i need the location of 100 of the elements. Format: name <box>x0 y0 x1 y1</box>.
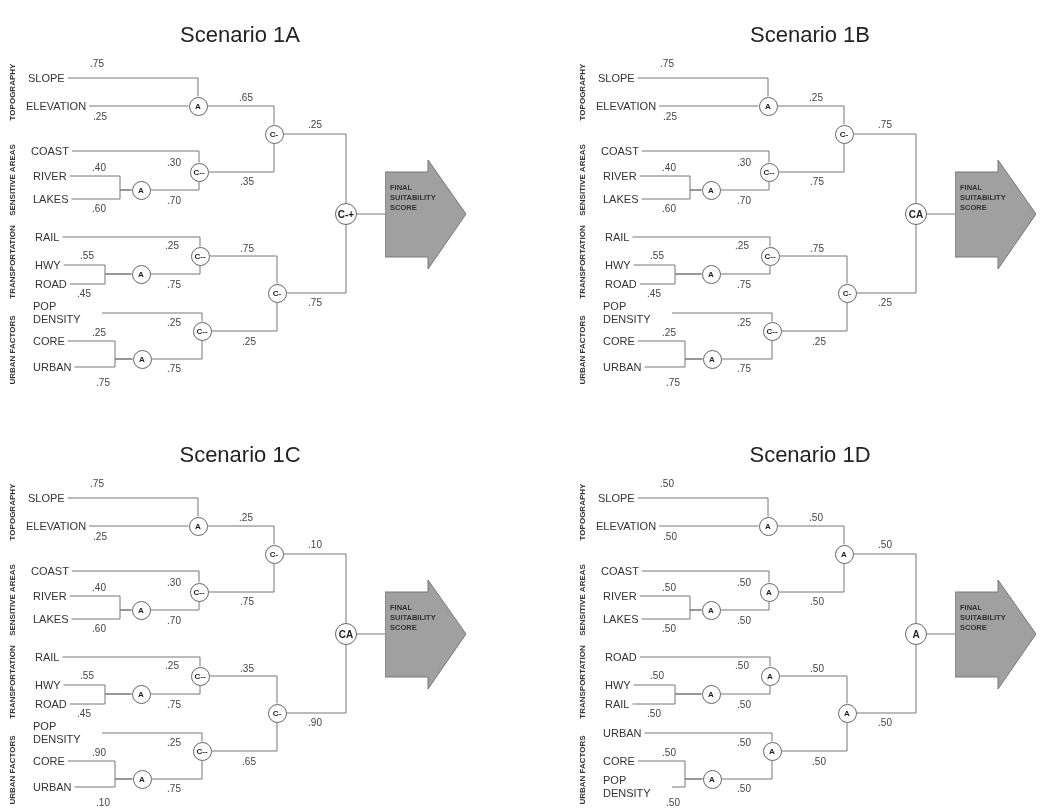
weight-label: .70 <box>737 194 751 206</box>
connector-line <box>640 189 702 200</box>
connector-line <box>208 563 275 593</box>
operator-circle: C-- <box>192 741 212 761</box>
connector-line <box>69 693 132 705</box>
factor-label: ROAD <box>35 277 67 291</box>
connector-line <box>283 133 347 204</box>
weight-label: .50 <box>662 746 676 758</box>
connector-line <box>779 255 848 284</box>
factor-label: HWY <box>35 678 61 692</box>
weight-label: .50 <box>809 511 823 523</box>
weight-label: .35 <box>240 662 254 674</box>
weight-label: .75 <box>90 57 104 69</box>
factor-label: RAIL <box>35 650 60 664</box>
weight-label: .25 <box>93 530 107 542</box>
weight-label: .75 <box>167 278 181 290</box>
operator-circle: C-- <box>190 666 210 686</box>
operator-circle: A <box>188 516 208 536</box>
weight-label: .75 <box>737 362 751 374</box>
weight-label: .75 <box>666 376 680 388</box>
factor-label: LAKES <box>603 612 639 626</box>
weight-label: .10 <box>308 538 322 550</box>
weight-label: .55 <box>650 249 664 261</box>
connector-line <box>637 497 769 517</box>
weight-label: .35 <box>240 175 254 187</box>
connector-line <box>631 693 702 705</box>
connector-line <box>720 601 770 611</box>
weight-label: .65 <box>239 91 253 103</box>
connector-line <box>644 358 703 368</box>
operator-circle: A <box>701 600 721 620</box>
connector-line <box>150 181 200 191</box>
connector-line <box>286 224 347 294</box>
connector-line <box>70 609 132 620</box>
operator-circle: A <box>760 666 780 686</box>
connector-line <box>207 105 275 125</box>
factor-label: RAIL <box>605 230 630 244</box>
weight-label: .25 <box>239 511 253 523</box>
weight-label: .75 <box>308 296 322 308</box>
weight-label: .60 <box>92 202 106 214</box>
weight-label: .75 <box>810 242 824 254</box>
weight-label: .40 <box>662 161 676 173</box>
factor-label: LAKES <box>33 612 69 626</box>
operator-circle: A <box>702 769 722 789</box>
weight-label: .40 <box>92 161 106 173</box>
weight-label: .25 <box>167 736 181 748</box>
factor-label: URBAN <box>33 780 72 794</box>
connector-line <box>69 273 132 285</box>
factor-label: POP DENSITY <box>603 300 669 326</box>
connector-line <box>720 685 771 695</box>
group-label: TOPOGRAPHY <box>577 63 587 121</box>
operator-circle: C-- <box>189 162 209 182</box>
connector-line <box>88 105 189 107</box>
group-label: TOPOGRAPHY <box>7 483 17 541</box>
operator-circle: A <box>701 684 721 704</box>
factor-label: SLOPE <box>28 71 65 85</box>
connector-line <box>208 143 275 173</box>
weight-label: .25 <box>242 335 256 347</box>
factor-label: URBAN <box>603 360 642 374</box>
operator-circle: CA <box>335 623 357 645</box>
operator-circle: C-- <box>759 162 779 182</box>
factor-label: ROAD <box>35 697 67 711</box>
factor-label: ROAD <box>605 650 637 664</box>
connector-line <box>150 265 201 275</box>
weight-label: .55 <box>80 669 94 681</box>
group-label: URBAN FACTORS <box>577 735 587 805</box>
weight-label: .50 <box>737 698 751 710</box>
factor-label: ELEVATION <box>596 99 657 113</box>
weight-label: .50 <box>737 576 751 588</box>
factor-label: SLOPE <box>28 491 65 505</box>
connector-line <box>283 553 347 624</box>
output-arrow <box>385 580 466 689</box>
weight-label: .75 <box>737 278 751 290</box>
group-label: TRANSPORTATION <box>577 645 587 719</box>
weight-label: .50 <box>647 707 661 719</box>
connector-line <box>778 143 845 173</box>
factor-label: POP DENSITY <box>33 300 99 326</box>
connector-line <box>286 644 347 714</box>
connector-line <box>150 601 200 611</box>
group-label: URBAN FACTORS <box>577 315 587 385</box>
group-label: URBAN FACTORS <box>7 315 17 385</box>
connector-line <box>356 213 386 215</box>
connector-line <box>658 525 759 527</box>
factor-label: HWY <box>605 678 631 692</box>
output-arrow <box>955 580 1036 689</box>
operator-circle: A <box>132 349 152 369</box>
factor-label: SLOPE <box>598 71 635 85</box>
connector-line <box>856 644 917 714</box>
weight-label: .75 <box>167 362 181 374</box>
connector-line <box>61 236 201 247</box>
connector-line <box>721 760 773 780</box>
factor-label: LAKES <box>33 192 69 206</box>
connector-line <box>637 77 769 97</box>
weight-label: .50 <box>662 581 676 593</box>
group-label: SENSITIVE AREAS <box>7 564 17 636</box>
operator-circle: A <box>759 582 779 602</box>
connector-line <box>781 722 848 752</box>
factor-label: ELEVATION <box>26 99 87 113</box>
weight-label: .50 <box>735 659 749 671</box>
output-arrow <box>955 160 1036 269</box>
weight-label: .45 <box>77 287 91 299</box>
